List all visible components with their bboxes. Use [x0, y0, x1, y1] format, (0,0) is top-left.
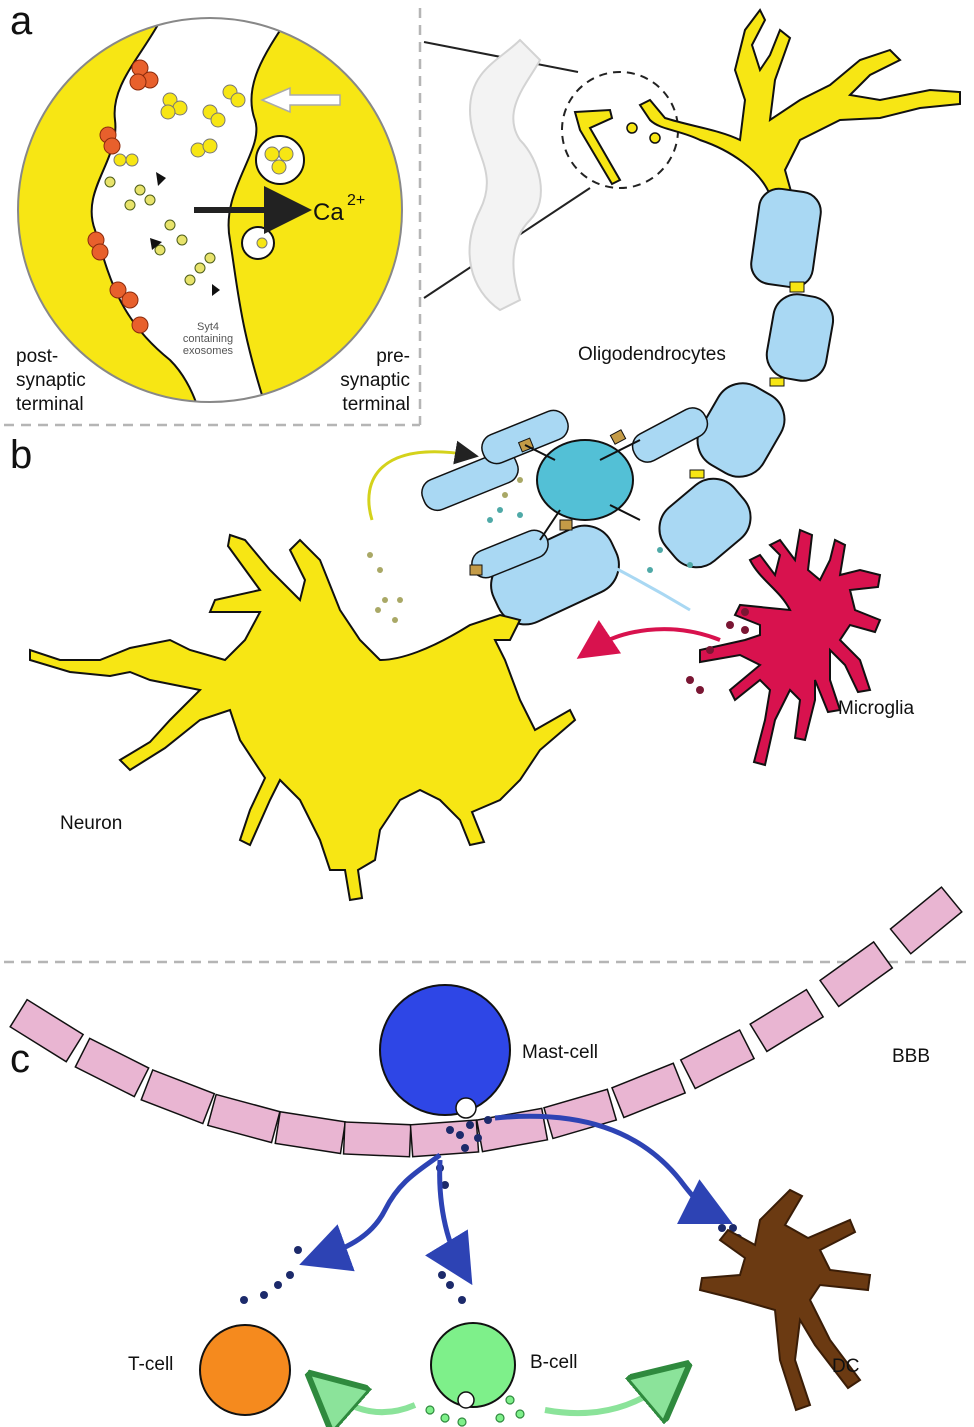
bbb-endothelial-block: [75, 1038, 148, 1096]
pre-synaptic-label-1: pre-: [376, 346, 410, 367]
bbb-endothelial-block: [890, 887, 961, 954]
pre-synaptic-label-2: synaptic: [340, 370, 410, 391]
microglia-signal-arrow: [590, 629, 720, 650]
b-cell: [426, 1323, 524, 1426]
bbb-label: BBB: [892, 1046, 930, 1067]
neuron-label: Neuron: [60, 813, 122, 834]
bbb-endothelial-block: [141, 1070, 214, 1124]
bbb-endothelial-block: [275, 1112, 345, 1154]
panel-label-c: c: [10, 1037, 30, 1081]
bbb-endothelial-block: [820, 942, 892, 1007]
panel-label-b: b: [10, 433, 32, 477]
synapse-magnification: [0, 0, 420, 420]
microglia-cell: [700, 530, 880, 765]
b-cell-label: B-cell: [530, 1352, 578, 1373]
bbb-endothelial-block: [208, 1094, 280, 1142]
zoom-lines: [424, 42, 678, 298]
bbb-endothelial-block: [544, 1089, 616, 1138]
bbb-endothelial-block: [750, 990, 823, 1052]
post-synaptic-label-3: terminal: [16, 394, 84, 415]
dc-label: DC: [832, 1356, 859, 1377]
mast-cell: [380, 985, 510, 1118]
pre-synaptic-label-3: terminal: [342, 394, 410, 415]
calcium-charge-label: 2+: [347, 192, 365, 209]
bbb-endothelial-block: [344, 1122, 411, 1157]
calcium-label: Ca: [313, 199, 344, 226]
exosome-label-line1: Syt4: [197, 321, 219, 333]
bbb-endothelial-block: [681, 1030, 754, 1088]
axon-terminal: [575, 10, 960, 195]
panel-label-a: a: [10, 0, 33, 43]
bbb-endothelial-block: [612, 1063, 685, 1117]
mast-cell-label: Mast-cell: [522, 1042, 598, 1063]
t-cell-label: T-cell: [128, 1354, 173, 1375]
microglia-label: Microglia: [838, 698, 914, 719]
t-cell: [200, 1325, 290, 1415]
exosome-label-line2: containing: [183, 333, 233, 345]
post-synaptic-label-1: post-: [16, 346, 58, 367]
post-synaptic-label-2: synaptic: [16, 370, 86, 391]
dendritic-cell: [700, 1190, 870, 1410]
exosome-label-line3: exosomes: [183, 345, 234, 357]
oligodendrocytes-label: Oligodendrocytes: [578, 344, 726, 365]
faint-neuron-sketch: [470, 40, 541, 310]
